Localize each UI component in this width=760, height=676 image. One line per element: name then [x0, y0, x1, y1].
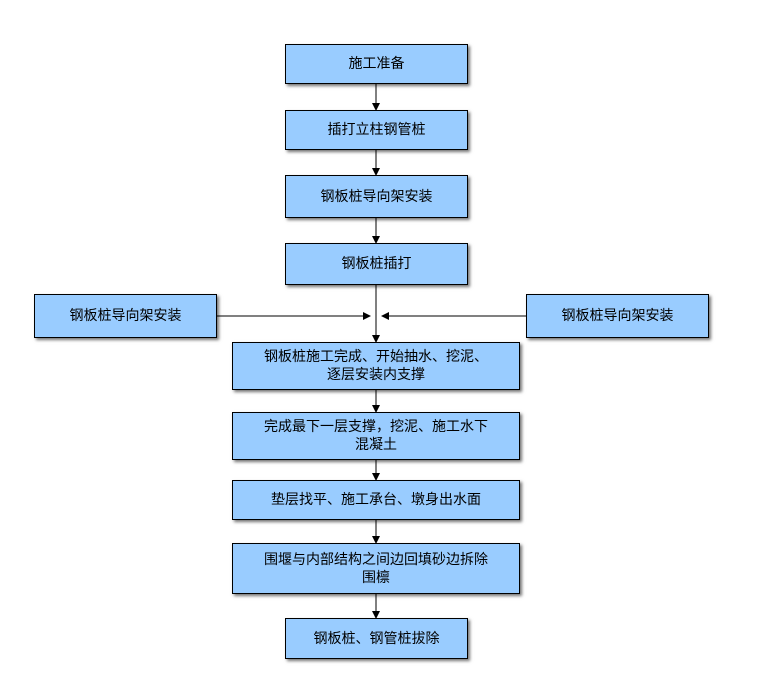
step-backfill-remove-purlins: 围堰与内部结构之间边回填砂边拆除 围檩: [232, 543, 520, 594]
step-drive-column-steel-pipe-piles: 插打立柱钢管桩: [285, 110, 468, 150]
step-drive-sheet-piles: 钢板桩插打: [285, 243, 468, 285]
step-extract-piles: 钢板桩、钢管桩拔除: [285, 618, 468, 659]
side-guide-frame-right: 钢板桩导向架安装: [526, 294, 709, 338]
side-guide-frame-left: 钢板桩导向架安装: [34, 294, 217, 338]
step-cushion-cap-pier: 垫层找平、施工承台、墩身出水面: [232, 480, 520, 520]
step-final-bracing-underwater-concrete: 完成最下一层支撑，挖泥、施工水下 混凝土: [232, 412, 520, 460]
step-sheet-pile-complete-dewatering: 钢板桩施工完成、开始抽水、挖泥、 逐层安装内支撑: [232, 342, 520, 390]
step-construction-preparation: 施工准备: [285, 44, 468, 84]
step-install-guide-frame: 钢板桩导向架安装: [285, 175, 468, 218]
